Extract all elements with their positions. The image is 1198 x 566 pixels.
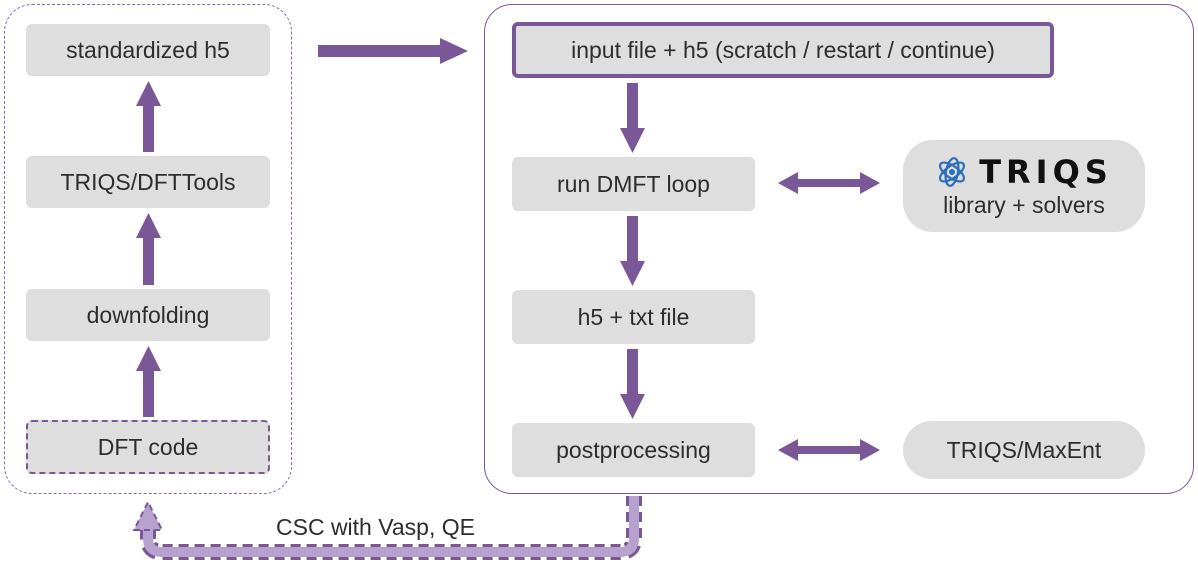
h5-txt-file-box: h5 + txt file (512, 290, 755, 344)
dft-code-box: DFT code (26, 420, 270, 474)
triqs-subtitle: library + solvers (943, 191, 1105, 218)
standardized-h5-box: standardized h5 (26, 24, 270, 76)
dmft-region (484, 4, 1194, 494)
postprocessing-box: postprocessing (512, 423, 755, 477)
triqs-library-pill: TRIQS library + solvers (903, 140, 1145, 232)
input-file-box: input file + h5 (scratch / restart / con… (512, 22, 1054, 78)
arrow-h5txt-to-postprocessing (620, 349, 645, 419)
csc-label: CSC with Vasp, QE (276, 514, 475, 540)
arrow-dfttools-to-standardized (136, 81, 161, 152)
run-dmft-loop-box: run DMFT loop (512, 157, 755, 211)
double-arrow-dmft-triqs (778, 172, 880, 194)
dfttools-box: TRIQS/DFTTools (26, 156, 270, 208)
arrow-input-to-dmft (620, 83, 645, 153)
downfolding-box: downfolding (26, 289, 270, 341)
double-arrow-postprocessing-maxent (778, 439, 880, 461)
triqs-logo: TRIQS (935, 152, 1113, 191)
csc-feedback-arrow (132, 496, 642, 560)
arrow-downfolding-to-dfttools (136, 213, 161, 285)
arrow-standardized-to-input (318, 38, 468, 64)
maxent-pill: TRIQS/MaxEnt (903, 421, 1145, 479)
arrow-dmft-to-h5txt (620, 216, 645, 286)
triqs-logo-text: TRIQS (979, 152, 1113, 191)
triqs-atom-icon (939, 156, 966, 187)
arrow-dftcode-to-downfolding (136, 346, 161, 417)
dft-region (4, 4, 292, 494)
